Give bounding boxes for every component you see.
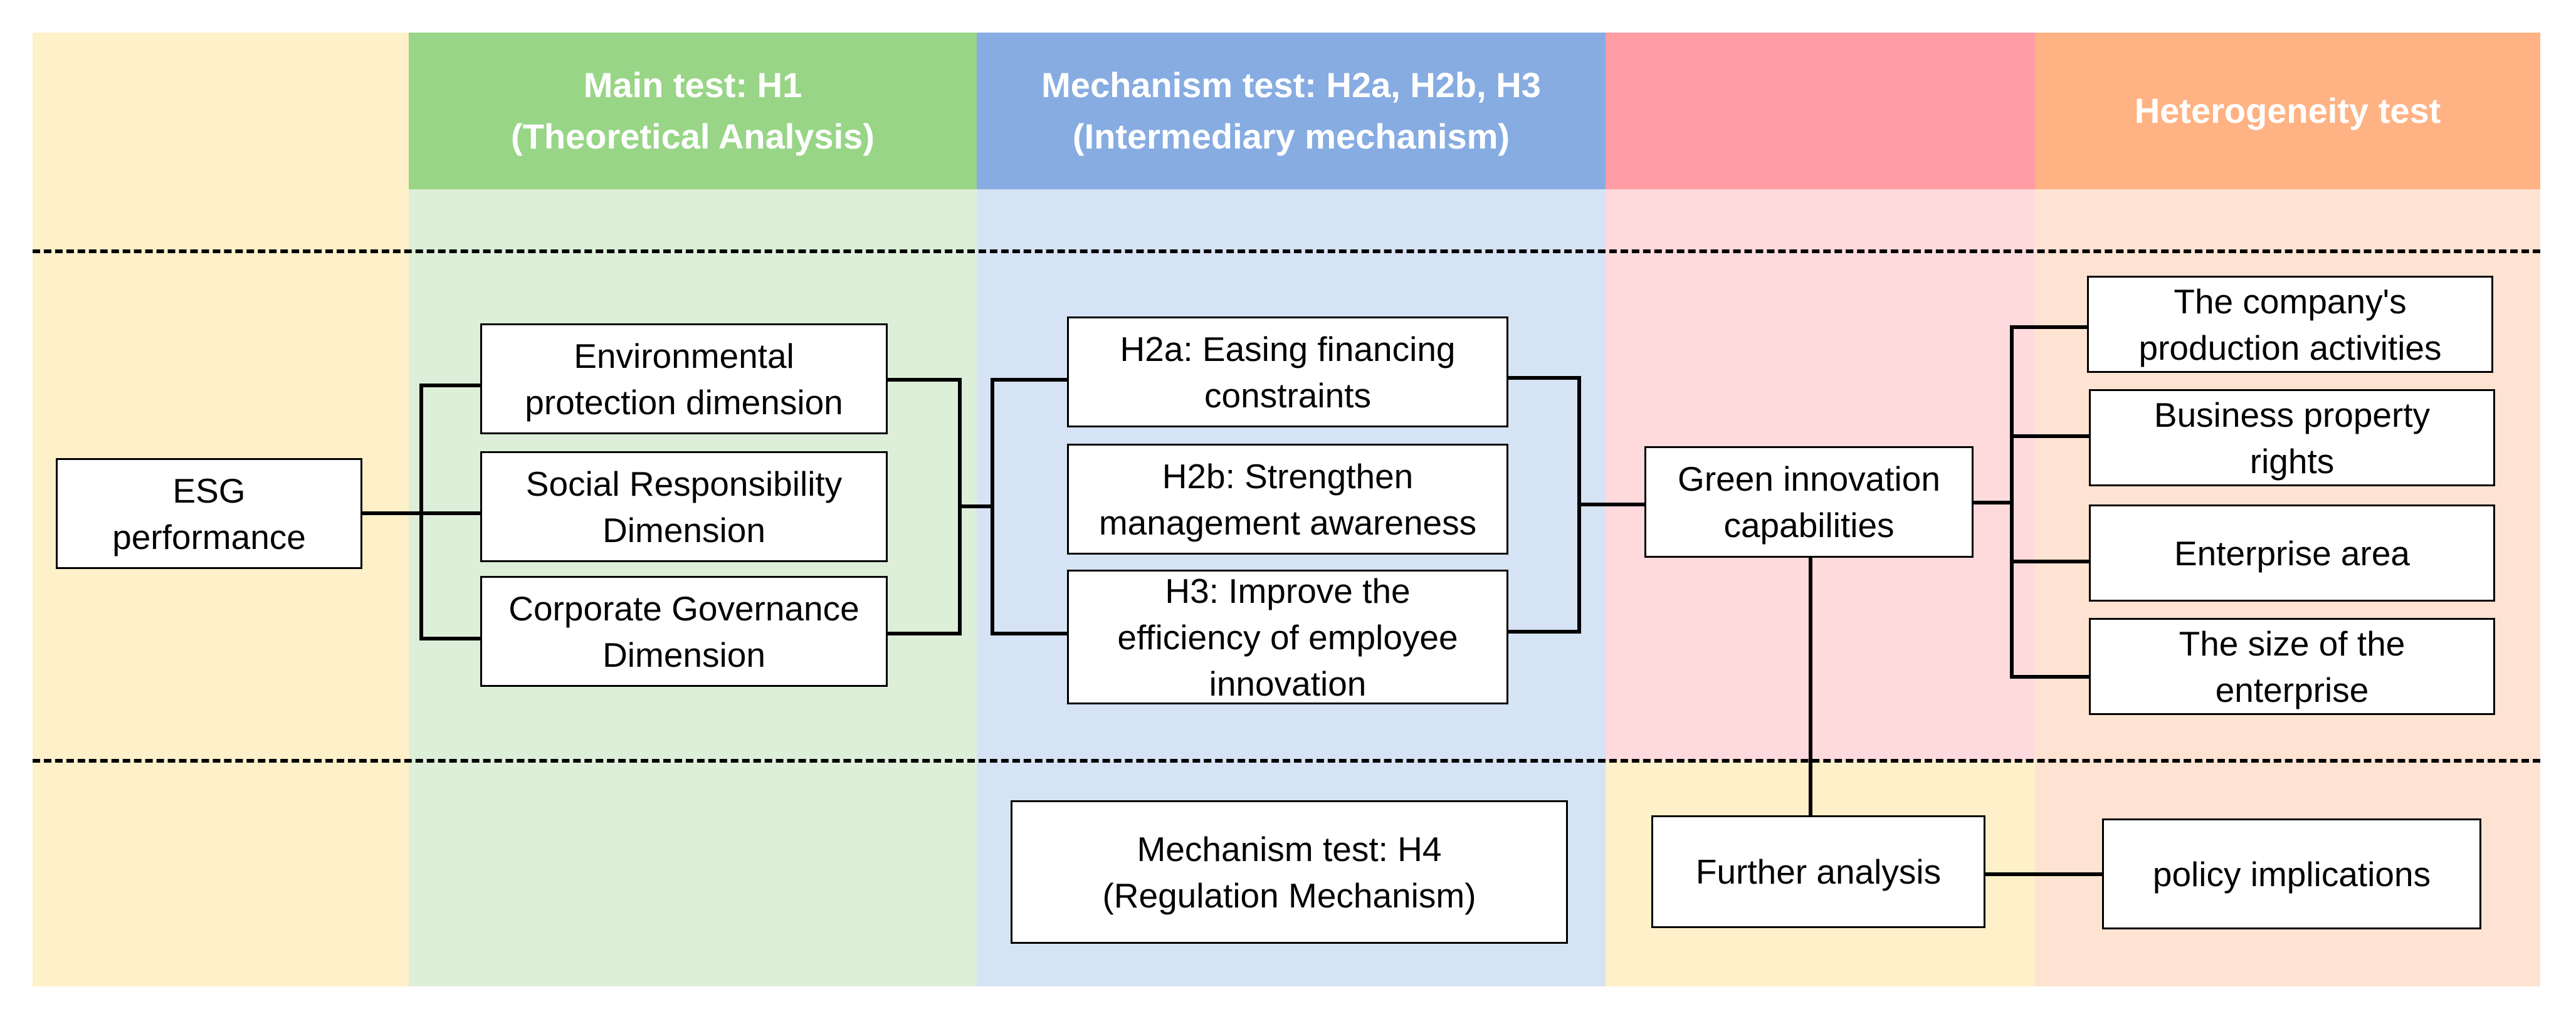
bracket-mechanism-left	[991, 378, 994, 635]
connector-green-out	[1971, 501, 2014, 504]
property-rights-node: Business property rights	[2089, 389, 2495, 486]
connector-gov-left	[419, 637, 482, 640]
connector-size	[2010, 675, 2090, 679]
h3-employee-innovation-node: H3: Improve the efficiency of employee i…	[1067, 570, 1508, 704]
social-dimension-node: Social Responsibility Dimension	[480, 451, 888, 562]
connector-property	[2010, 434, 2090, 438]
esg-performance-node: ESG performance	[56, 458, 362, 569]
connector-env-right	[886, 378, 962, 382]
enterprise-size-node: The size of the enterprise	[2089, 618, 2495, 715]
production-activities-node: The company's production activities	[2087, 276, 2493, 373]
green-innovation-node: Green innovation capabilities	[1644, 446, 1974, 558]
dashed-separator-top	[33, 249, 2540, 253]
main-test-header: Main test: H1 (Theoretical Analysis)	[409, 33, 977, 189]
connector-green-to-further	[1809, 556, 1812, 818]
environmental-dimension-node: Environmental protection dimension	[480, 323, 888, 434]
connector-gov-right	[886, 632, 962, 635]
heterogeneity-test-header: Heterogeneity test	[2035, 33, 2540, 189]
further-analysis-node: Further analysis	[1651, 815, 1985, 928]
connector-env-left	[419, 384, 482, 387]
connector-production	[2010, 325, 2090, 329]
connector-main-to-mechanism	[958, 504, 994, 508]
connector-h2a-right	[1506, 376, 1581, 380]
connector-mechanism-to-green	[1577, 503, 1648, 506]
connector-h2a-left	[991, 378, 1068, 382]
connector-further-to-policy	[1985, 872, 2104, 876]
h2a-financing-node: H2a: Easing financing constraints	[1067, 316, 1508, 427]
connector-h3-left	[991, 632, 1068, 635]
policy-implications-node: policy implications	[2102, 818, 2481, 929]
green-column-header	[1606, 33, 2035, 189]
dashed-separator-bottom	[33, 759, 2540, 763]
bracket-dimensions-left	[419, 384, 423, 640]
governance-dimension-node: Corporate Governance Dimension	[480, 576, 888, 687]
bracket-heterogeneity	[2010, 325, 2014, 679]
mechanism-test-header: Mechanism test: H2a, H2b, H3 (Intermedia…	[977, 33, 1606, 189]
h4-regulation-node: Mechanism test: H4 (Regulation Mechanism…	[1011, 800, 1568, 944]
enterprise-area-node: Enterprise area	[2089, 504, 2495, 602]
connector-area	[2010, 560, 2090, 563]
h2b-management-node: H2b: Strengthen management awareness	[1067, 444, 1508, 555]
connector-h3-right	[1506, 630, 1581, 634]
